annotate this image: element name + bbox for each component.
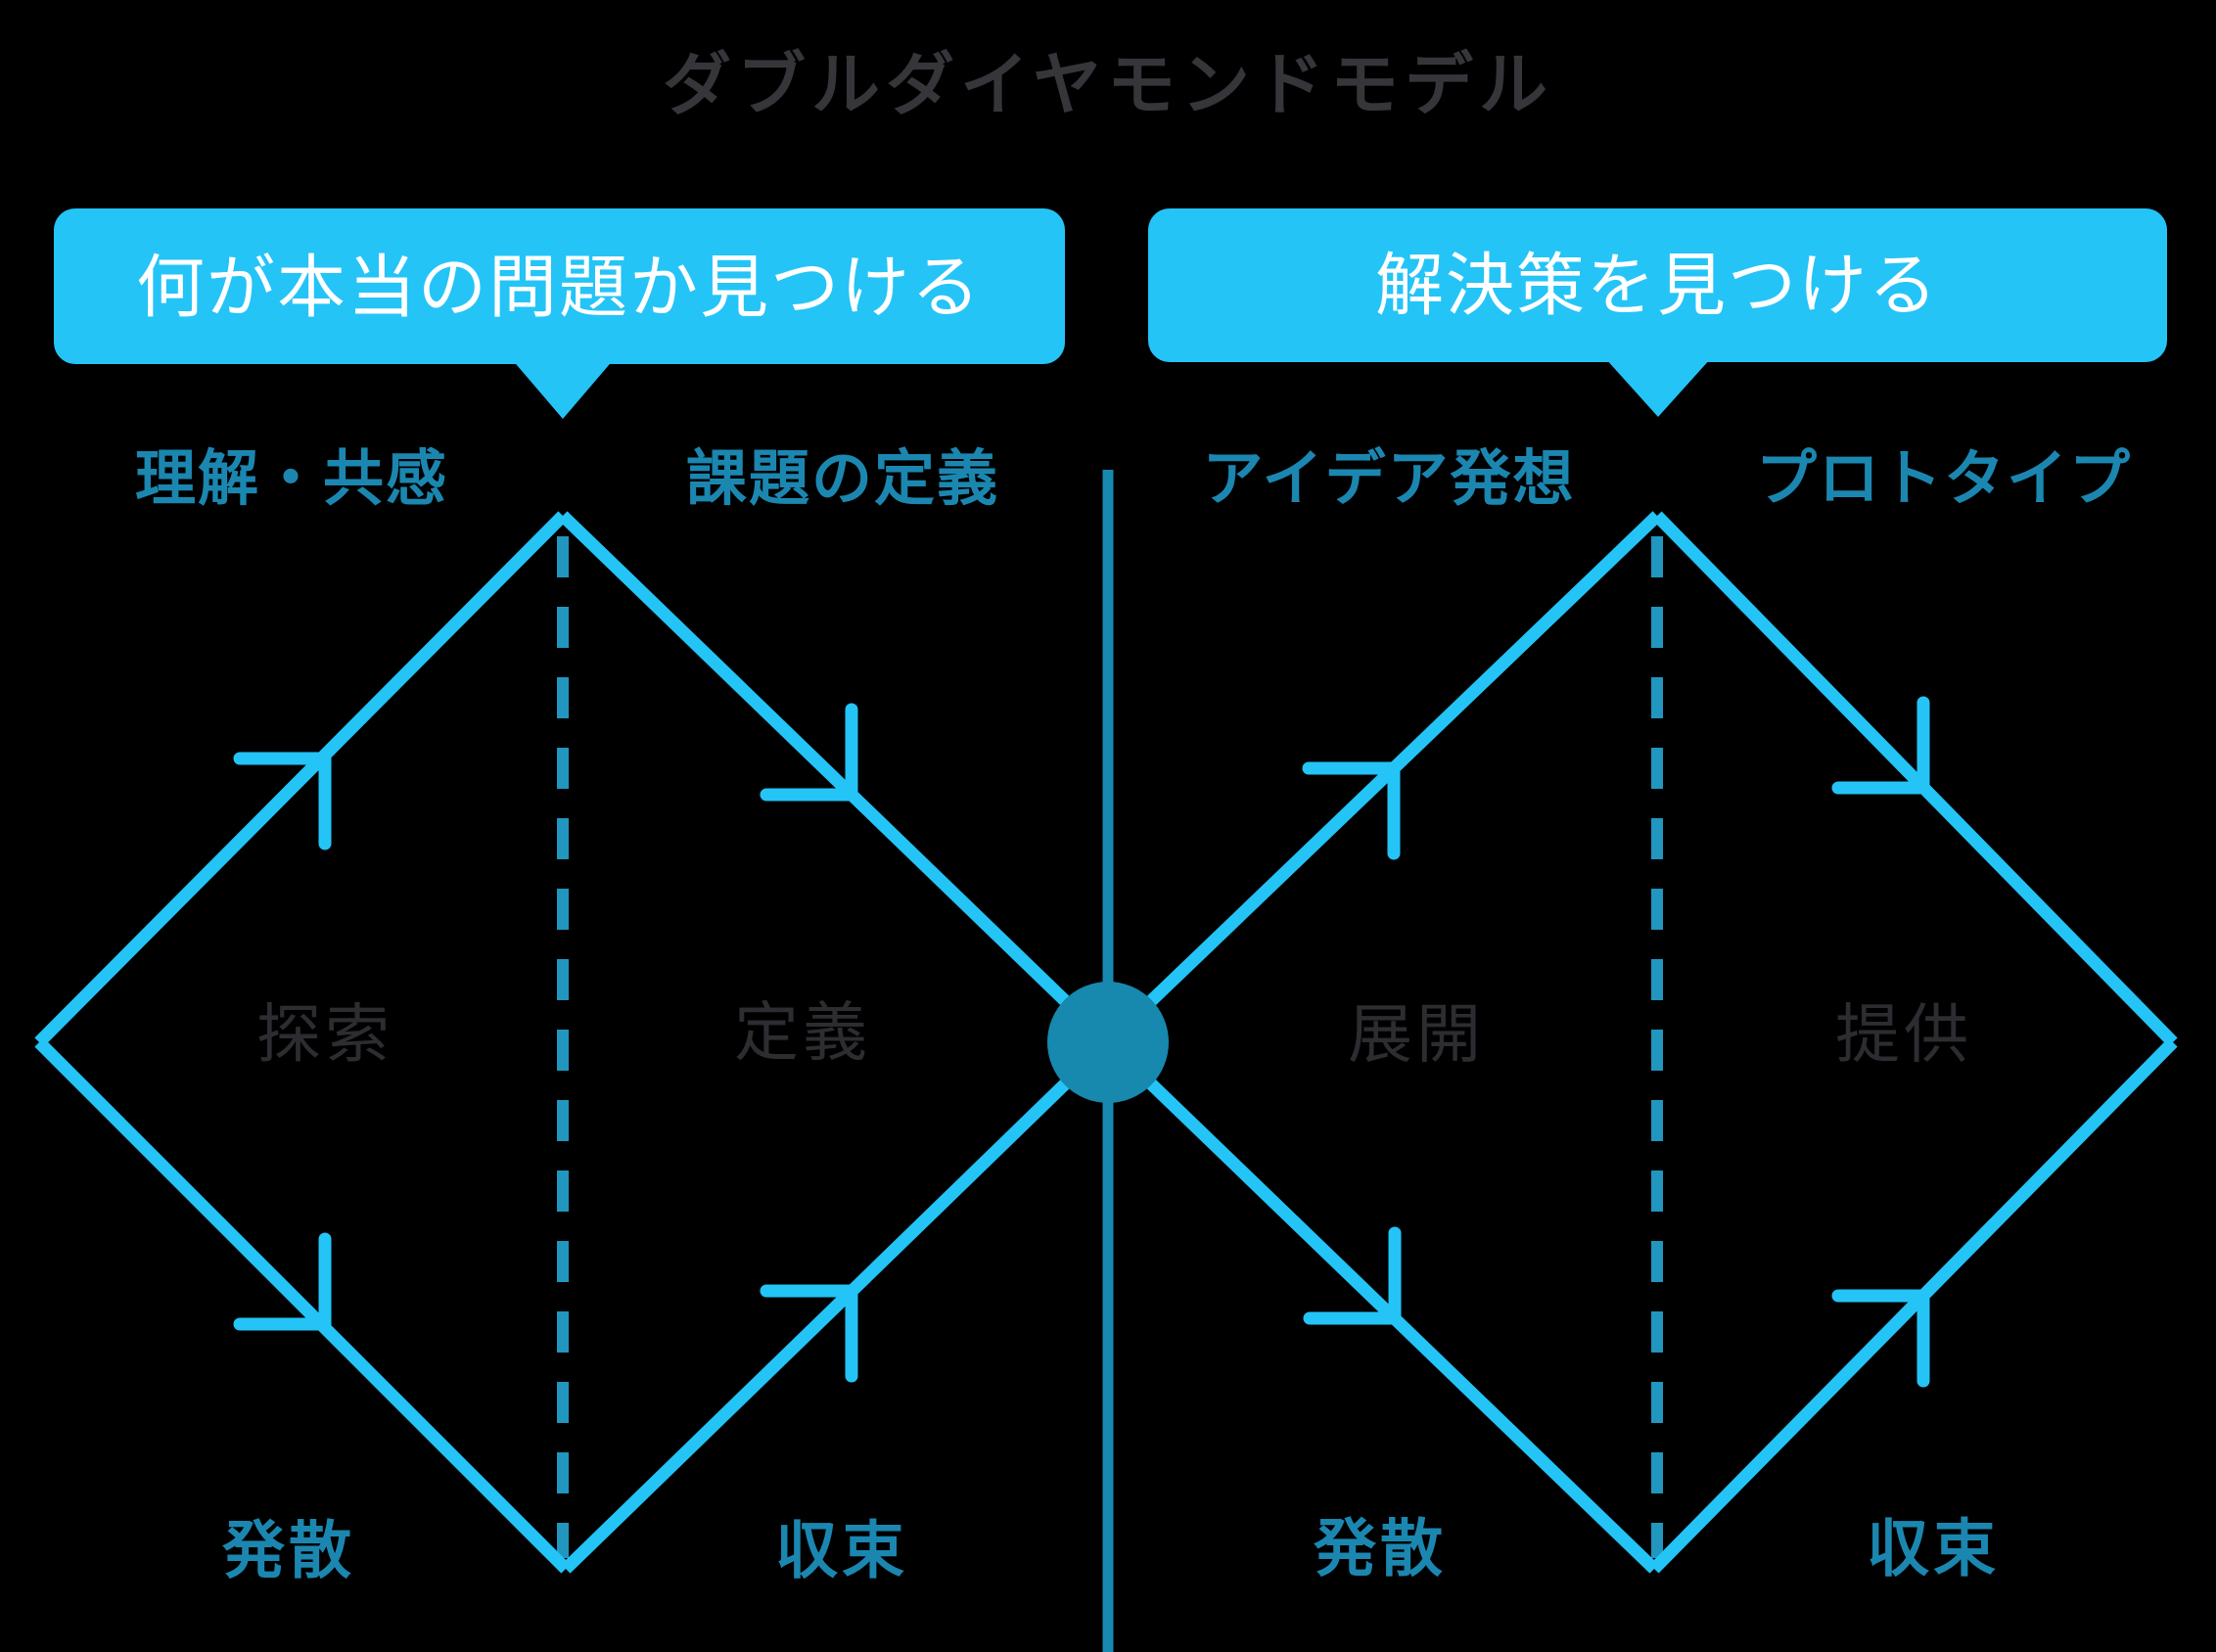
right-callout: 解決策を見つける [1148,208,2167,417]
left-diamond-outline [34,511,1113,1574]
center-node-circle [1047,982,1169,1103]
right-callout-label: 解決策を見つける [1375,250,1939,325]
phase-label-ideate: アイデア発想 [1203,445,1576,513]
right-diamond-edge-upper-left [1103,511,1662,1047]
left-diamond-edge-upper-right [558,511,1113,1047]
arrow-up-right-icon [1302,761,1401,860]
phase-label-prototype: プロトタイプ [1756,446,2132,513]
stage-label-deliver: 提供 [1835,1000,1972,1072]
left-callout: 何が本当の問題か見つける [54,208,1065,419]
left-diamond-edge-lower-left [34,1037,571,1574]
mode-label-diverge-left: 発散 [222,1517,355,1586]
left-diamond-edge-upper-left [34,511,568,1047]
arrow-down-right-icon [1303,1226,1402,1325]
left-callout-bubble [54,208,1065,364]
arrow-up-right-icon [233,752,332,850]
right-callout-pointer-icon [1605,358,1711,417]
left-diamond-edge-lower-right [561,1037,1113,1574]
stage-label-define: 定義 [734,998,871,1070]
mode-label-converge-left: 収束 [775,1517,908,1586]
arrow-down-right-icon [760,703,858,802]
mode-label-diverge-right: 発散 [1314,1515,1447,1584]
phase-label-define-problem: 課題の定義 [686,445,999,513]
right-diamond-edge-lower-left [1103,1037,1659,1574]
arrow-up-right-icon [760,1284,858,1383]
stage-label-develop: 展開 [1348,1000,1485,1072]
mode-label-converge-right: 収束 [1867,1515,2000,1584]
right-diamond-edge-lower-right [1649,1037,2178,1574]
right-diamond-edge-upper-right [1652,511,2178,1047]
left-callout-pointer-icon [511,358,615,419]
left-callout-label: 何が本当の問題か見つける [136,252,982,327]
arrow-down-right-icon [1831,696,1930,795]
right-diamond-outline [1103,511,2178,1574]
right-callout-bubble [1148,208,2167,362]
stage-label-discover: 探索 [256,1000,393,1072]
arrow-down-right-icon [233,1232,332,1331]
flow-arrows [233,696,1930,1388]
phase-label-empathize: 理解・共感 [135,445,448,513]
diagram-title: ダブルダイヤモンドモデル [663,47,1553,124]
arrow-up-right-icon [1831,1289,1930,1388]
